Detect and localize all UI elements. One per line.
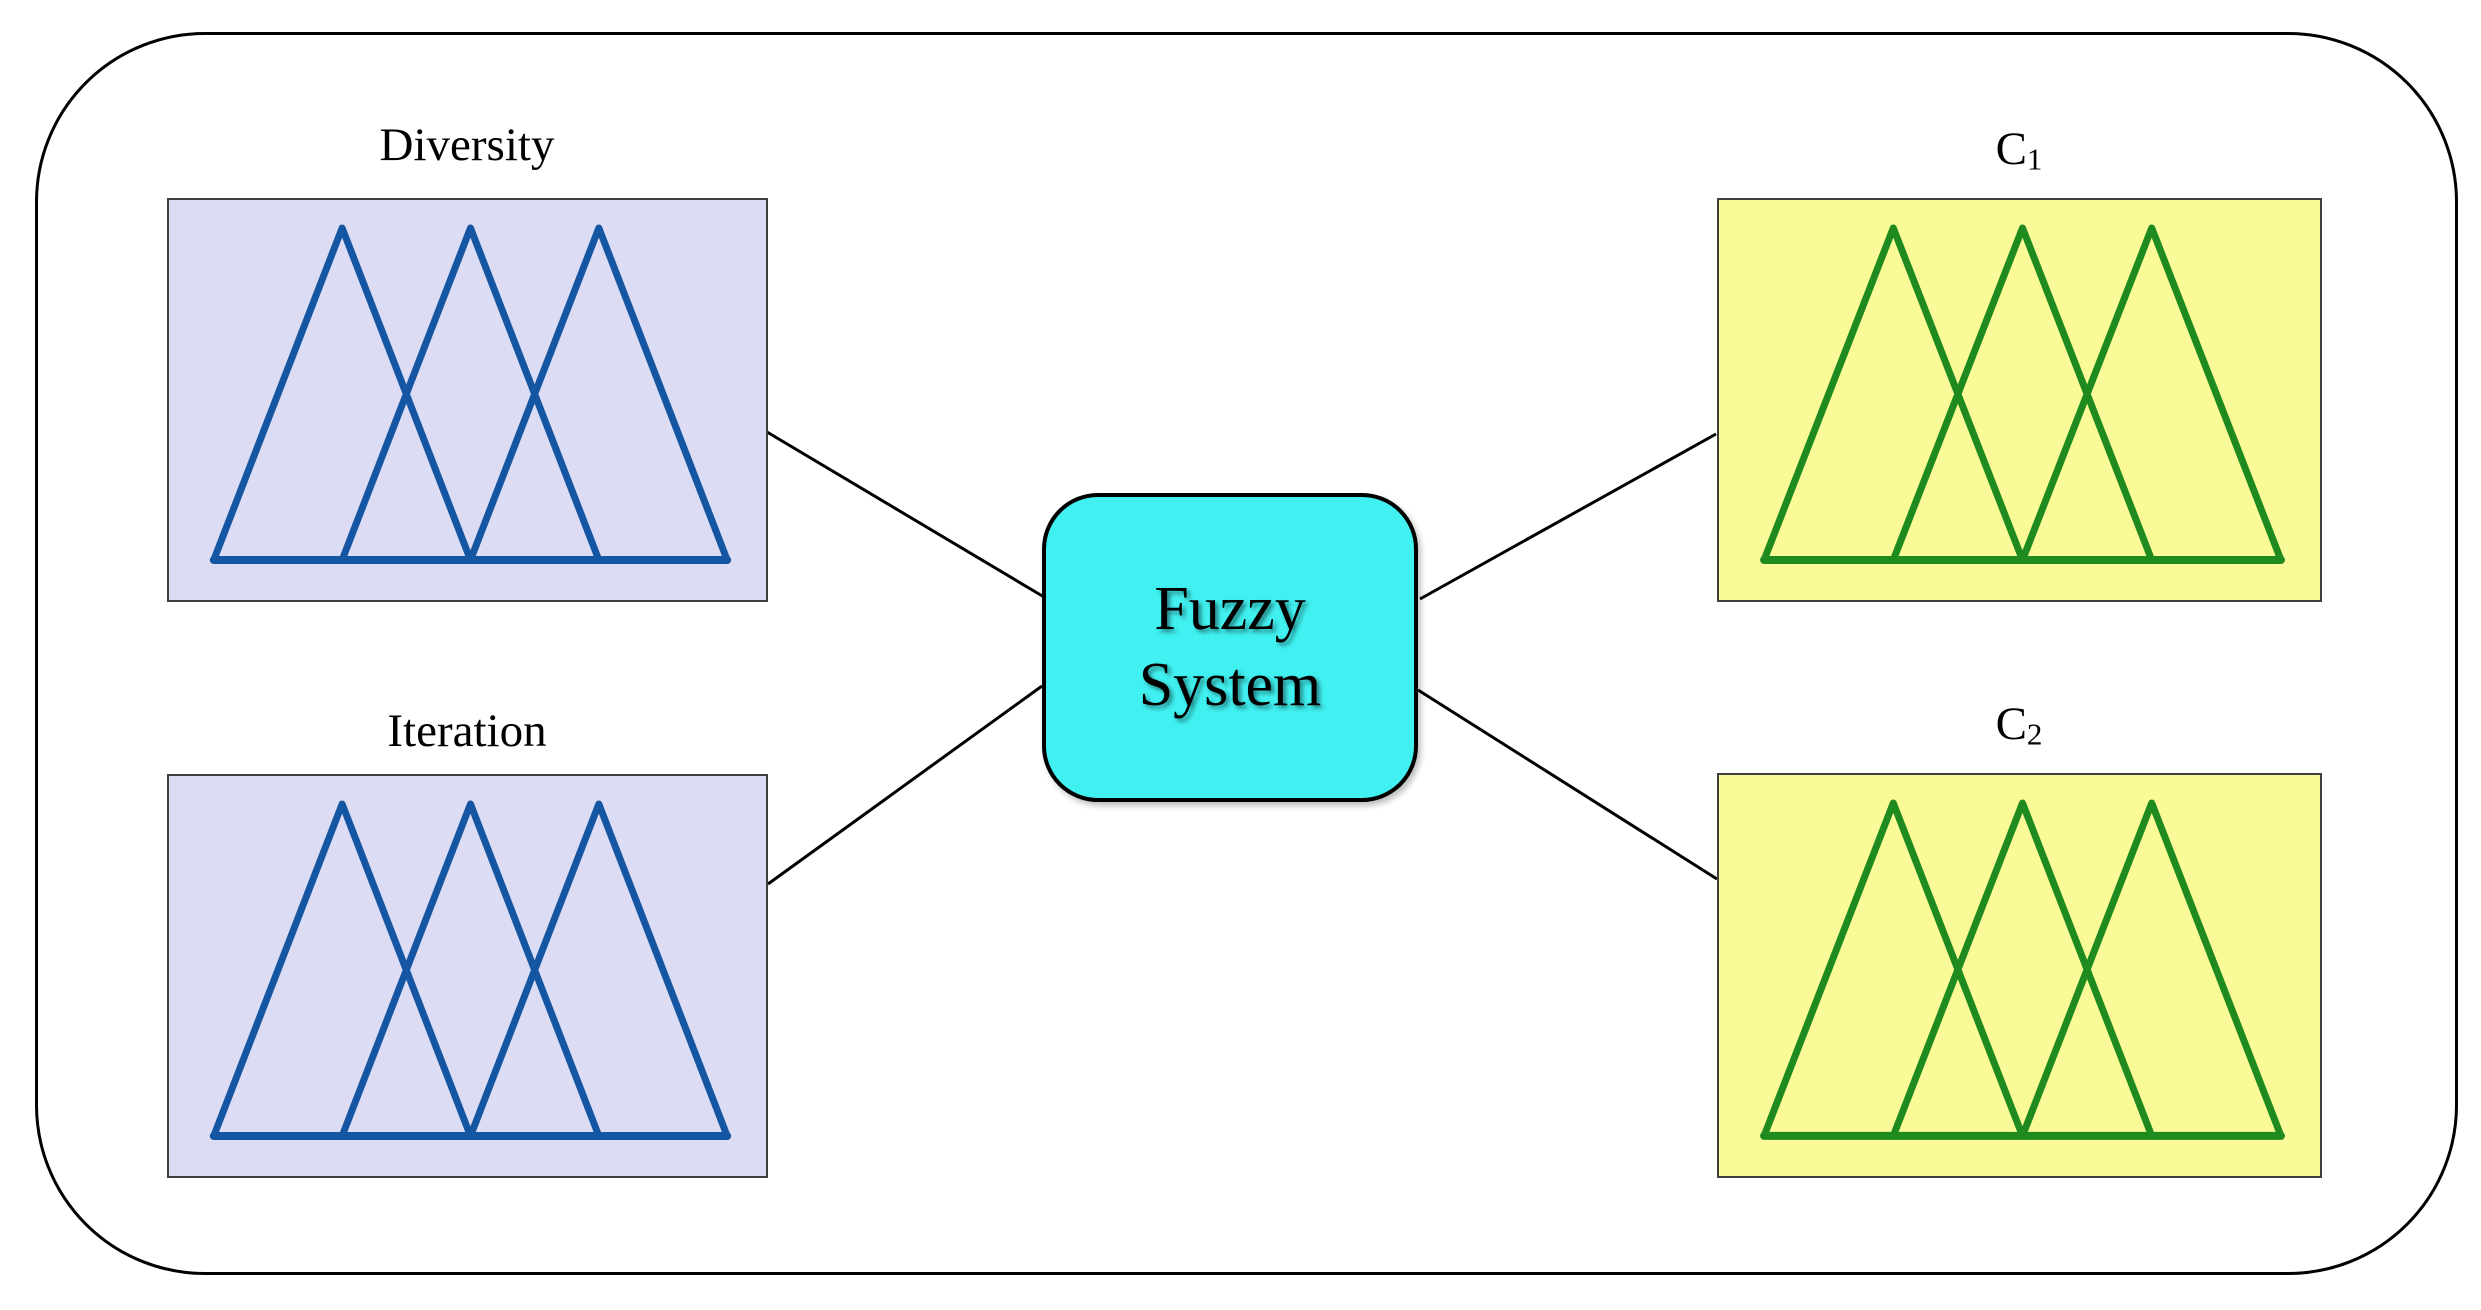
- mf-triangle-low: [1760, 224, 2027, 564]
- mf-triangle-mid: [338, 800, 603, 1140]
- output-box-c2: [1717, 773, 2322, 1178]
- c1-membership-plot: [1760, 224, 2285, 564]
- output-box-c1: [1717, 198, 2322, 602]
- mf-triangle-mid: [1889, 224, 2156, 564]
- fuzzy-system-node: Fuzzy System: [1042, 493, 1418, 802]
- c2-membership-plot: [1760, 799, 2285, 1140]
- diversity-membership-plot: [209, 224, 732, 564]
- mf-triangle-mid: [338, 224, 603, 564]
- output-label-c2: C2: [1996, 697, 2043, 751]
- mf-triangle-low: [1760, 799, 2027, 1140]
- input-label-diversity: Diversity: [379, 119, 555, 171]
- output-label-c1-sub: 1: [2026, 141, 2043, 177]
- mf-triangle-high: [2018, 799, 2285, 1140]
- mf-triangle-mid: [1889, 799, 2156, 1140]
- input-box-diversity: [167, 198, 768, 602]
- connector-system-to-c2: [1417, 688, 1718, 881]
- connector-diversity-to-system: [766, 430, 1045, 599]
- outer-frame: [35, 32, 2458, 1275]
- mf-triangle-high: [2018, 224, 2285, 564]
- output-label-c2-base: C: [1995, 698, 2027, 750]
- iteration-membership-plot: [209, 800, 732, 1140]
- fuzzy-system-label-line1: Fuzzy: [1154, 574, 1306, 643]
- input-label-iteration: Iteration: [387, 705, 547, 757]
- mf-triangle-low: [210, 224, 474, 564]
- mf-triangle-high: [467, 800, 731, 1140]
- connector-system-to-c1: [1419, 432, 1717, 601]
- mf-triangle-low: [210, 800, 474, 1140]
- input-box-iteration: [167, 774, 768, 1178]
- output-label-c1: C1: [1996, 122, 2043, 176]
- fuzzy-system-label-line2: System: [1138, 650, 1322, 719]
- output-label-c2-sub: 2: [2026, 716, 2043, 752]
- mf-triangle-high: [467, 224, 731, 564]
- output-label-c1-base: C: [1995, 123, 2027, 175]
- connector-iteration-to-system: [767, 684, 1043, 886]
